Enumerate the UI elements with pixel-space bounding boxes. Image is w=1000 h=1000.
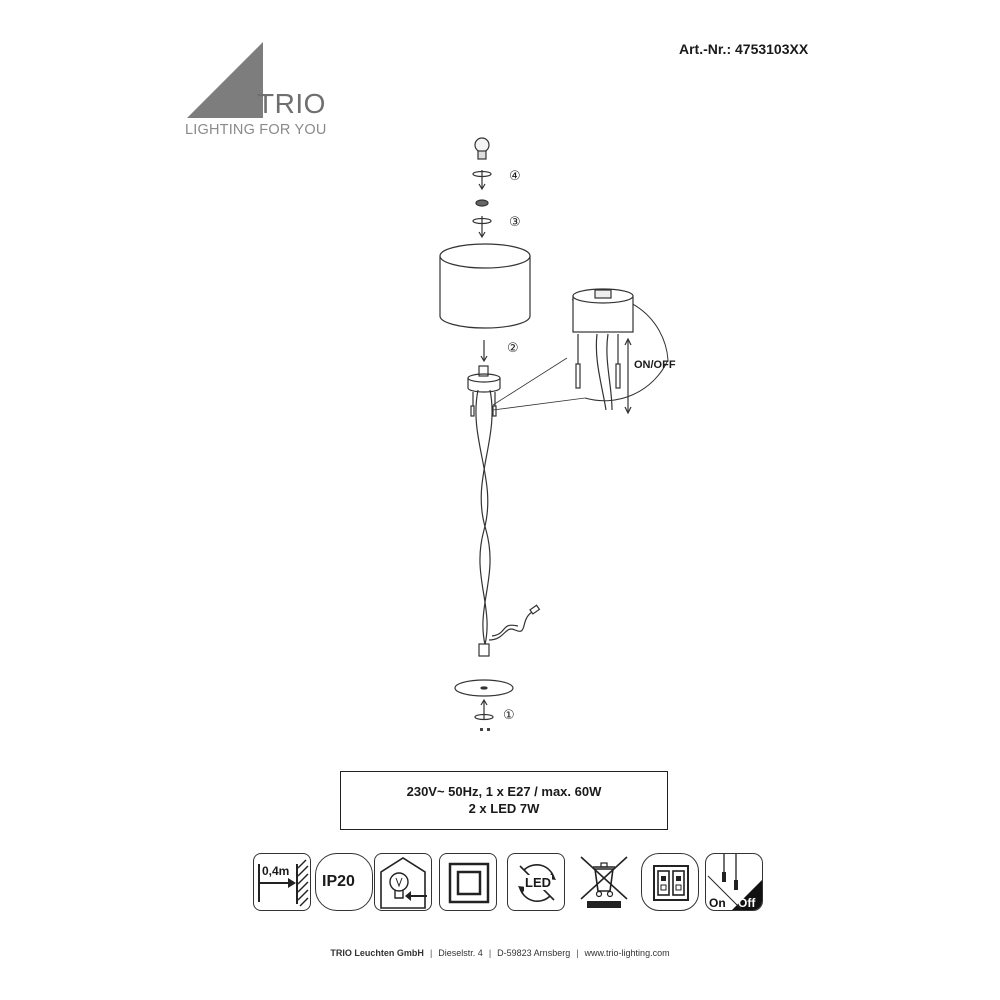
off-label: Off [738,896,756,910]
switch-label: ON/OFF [634,359,676,371]
distance-to-object-icon: 0,4m [253,853,311,911]
symbol-row: 0,4m IP20 LED [253,853,773,913]
spec-line-2: 2 x LED 7W [468,801,540,816]
distance-value: 0,4m [262,864,290,878]
pull-switch-icon: On Off [705,853,763,911]
trio-logo: TRIO LIGHTING FOR YOU [185,40,335,140]
footer-company: TRIO Leuchten GmbH [330,948,424,958]
ip-rating: IP20 [322,873,355,890]
led-not-replaceable-icon: LED [507,853,565,911]
indoor-use-icon [641,853,699,911]
brand-tagline: LIGHTING FOR YOU [185,122,327,138]
step-4-label: ④ [509,169,521,184]
step-1-label: ① [503,708,515,723]
specs-box: 230V~ 50Hz, 1 x E27 / max. 60W 2 x LED 7… [340,771,668,830]
lamp-head [467,365,501,417]
bulb-replaceable-icon [374,853,432,911]
step-3-label: ③ [509,215,521,230]
assembly-drawing: ④ ③ ② ① [439,137,669,731]
power-cable [488,604,541,641]
bulb-icon [474,137,490,160]
footer-city: D-59823 Arnsberg [497,948,571,958]
logo-triangle-icon [187,42,263,118]
led-label: LED [524,875,552,890]
base-plate [454,679,514,697]
screw-icons [480,728,490,731]
footer-street: Dieselstr. 4 [438,948,483,958]
weee-disposal-icon [575,853,633,911]
protection-class-2-icon [439,853,497,911]
footer-web[interactable]: www.trio-lighting.com [584,948,670,958]
on-label: On [709,896,726,910]
ip20-icon: IP20 [315,853,373,911]
switch-detail-callout [571,288,669,415]
lamp-stand [475,389,493,657]
footer: TRIO Leuchten GmbH|Dieselstr. 4|D-59823 … [330,948,670,958]
shade-ring [475,199,489,207]
rotate-ring-icon [474,713,494,721]
spec-line-1: 230V~ 50Hz, 1 x E27 / max. 60W [406,784,602,799]
brand-name: TRIO [257,88,326,119]
step-2-label: ② [507,341,519,356]
article-number: Art.-Nr.: 4753103XX [679,41,809,57]
lamp-shade [439,243,531,329]
